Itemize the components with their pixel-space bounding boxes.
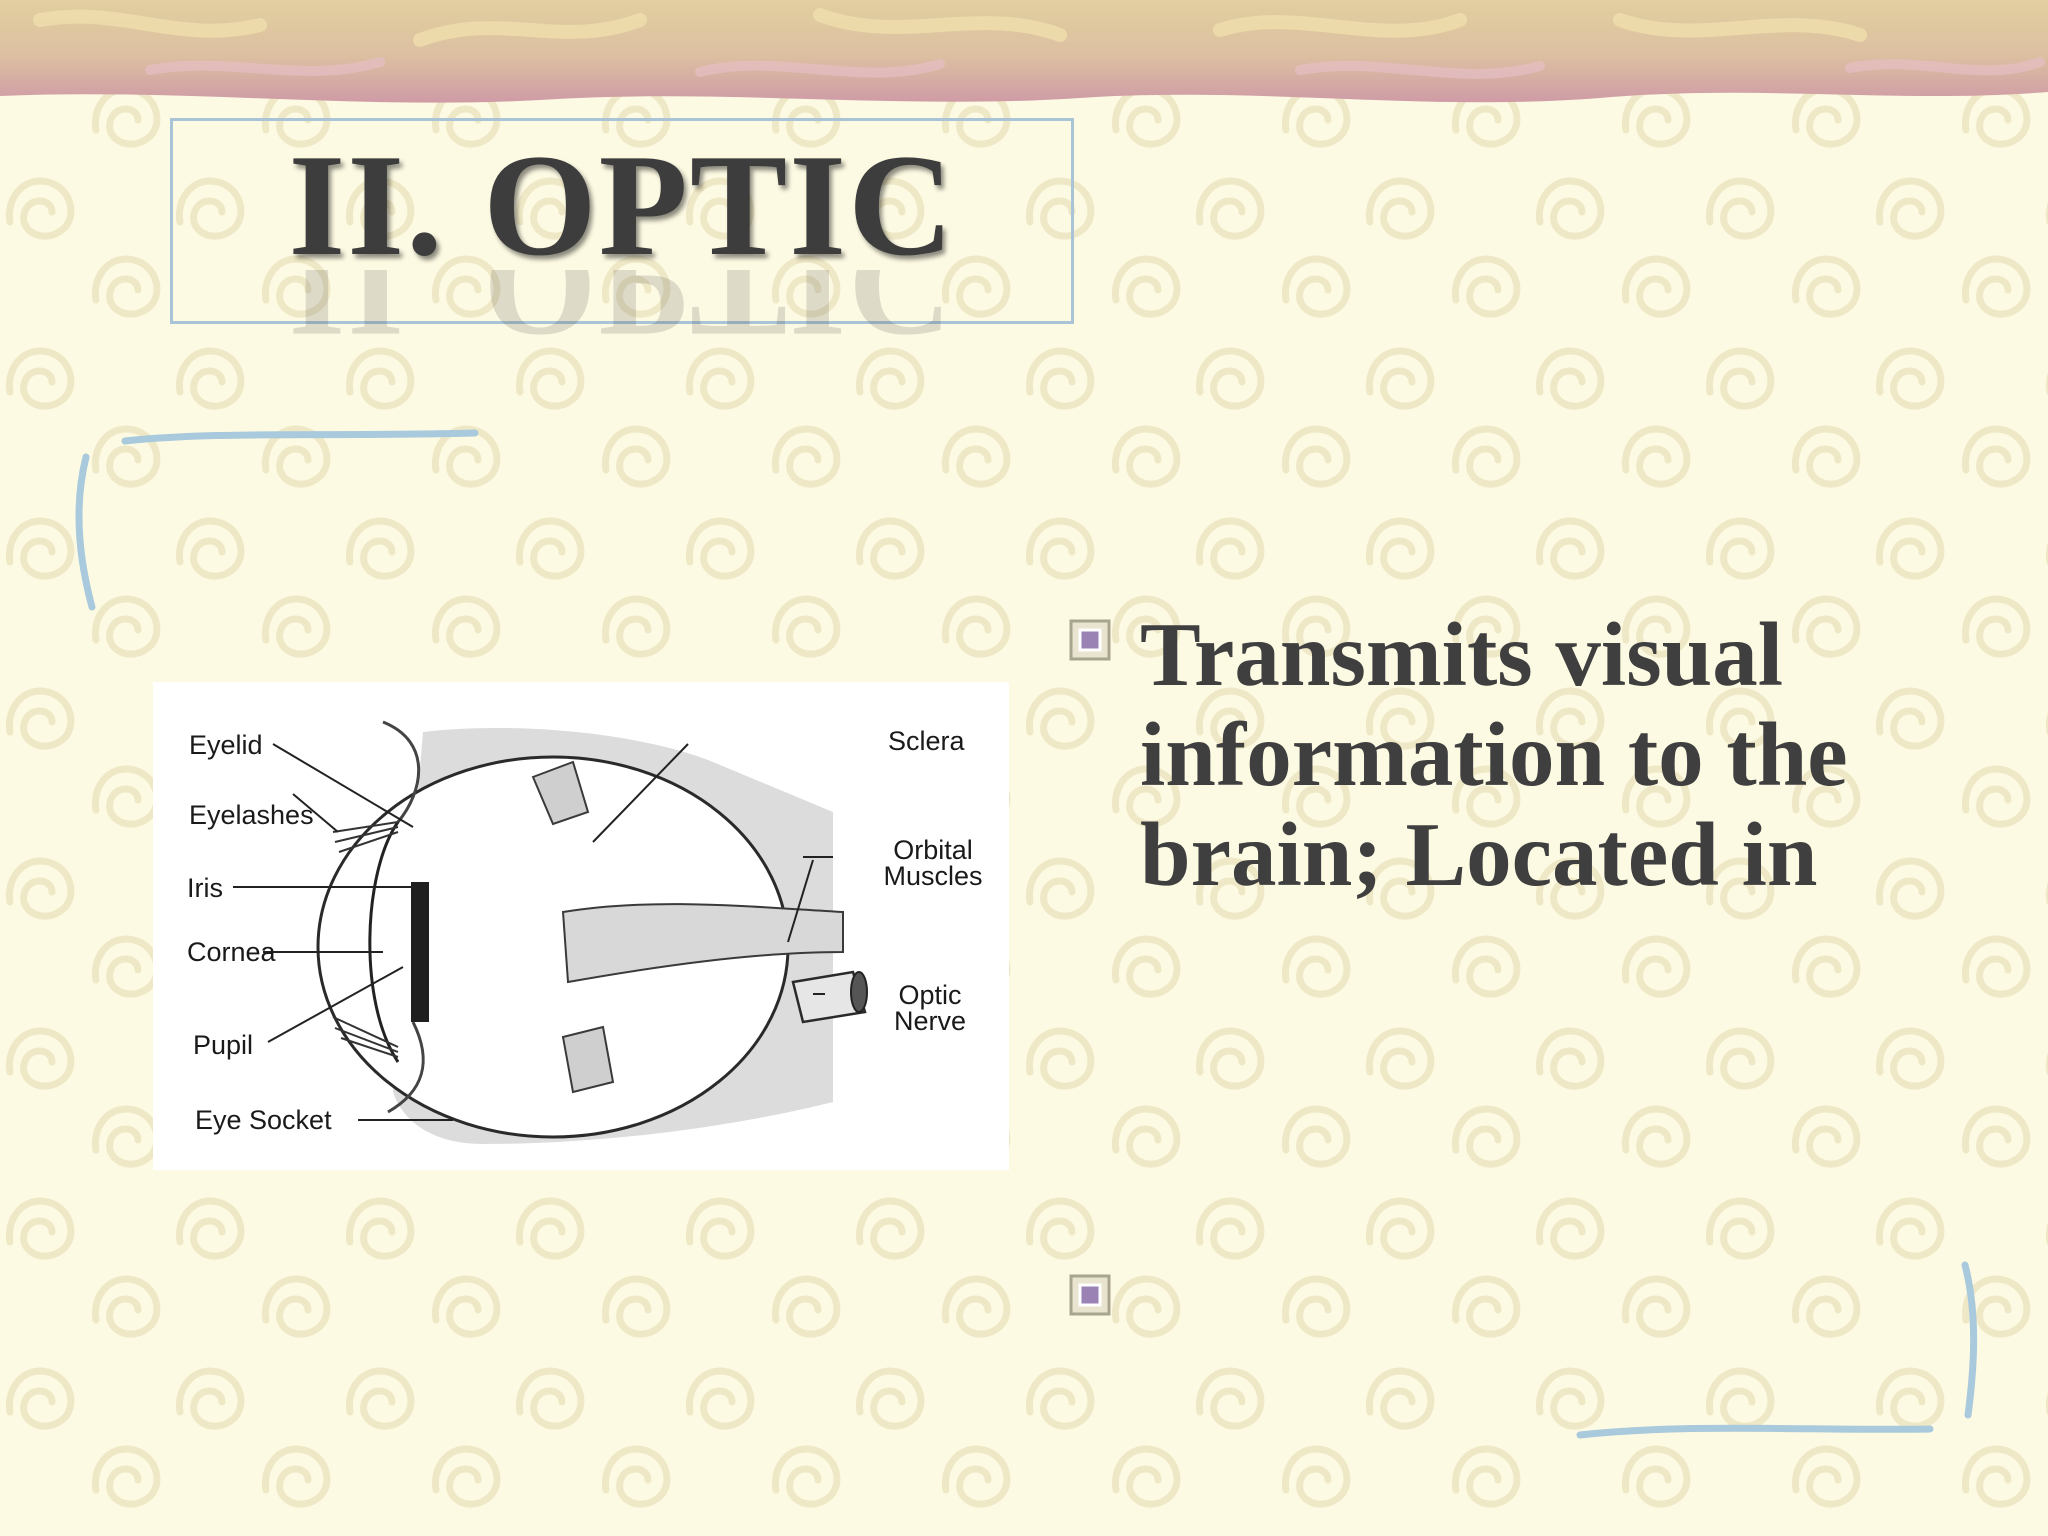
title-frame [170,118,1074,324]
label-orbital-muscles-line-1: Orbital [893,835,973,865]
eye-anatomy-figure: Eyelid Eyelashes Iris Cornea Pupil Eye S… [153,682,1009,1170]
slide-title: II. OPTIC [288,124,956,286]
label-cornea: Cornea [187,937,276,967]
label-eye-socket: Eye Socket [195,1105,332,1135]
label-pupil: Pupil [193,1030,254,1060]
header-band [0,0,2048,103]
label-eyelid: Eyelid [189,730,263,760]
label-optic-nerve-line-2: Nerve [893,1006,967,1036]
bullet-text: Transmits visual information to the brai… [1140,604,1848,905]
label-eyelashes: Eyelashes [189,800,314,830]
top-left-bracket [75,429,479,611]
label-sclera: Sclera [888,726,965,756]
label-optic-nerve-line-1: Optic [898,980,962,1010]
label-optic-nerve: Optic Nerve [880,980,980,1036]
label-orbital-muscles-line-2: Muscles [883,861,983,891]
label-orbital-muscles: Orbital Muscles [873,835,993,891]
square-bullet-icon [1069,1274,1111,1316]
bottom-right-bracket [1576,1261,1978,1439]
eye-diagram-drawing [233,720,868,1144]
square-bullet-icon [1069,619,1111,661]
label-iris: Iris [187,873,223,903]
slide-title-reflection: II. OPTIC [288,270,956,360]
